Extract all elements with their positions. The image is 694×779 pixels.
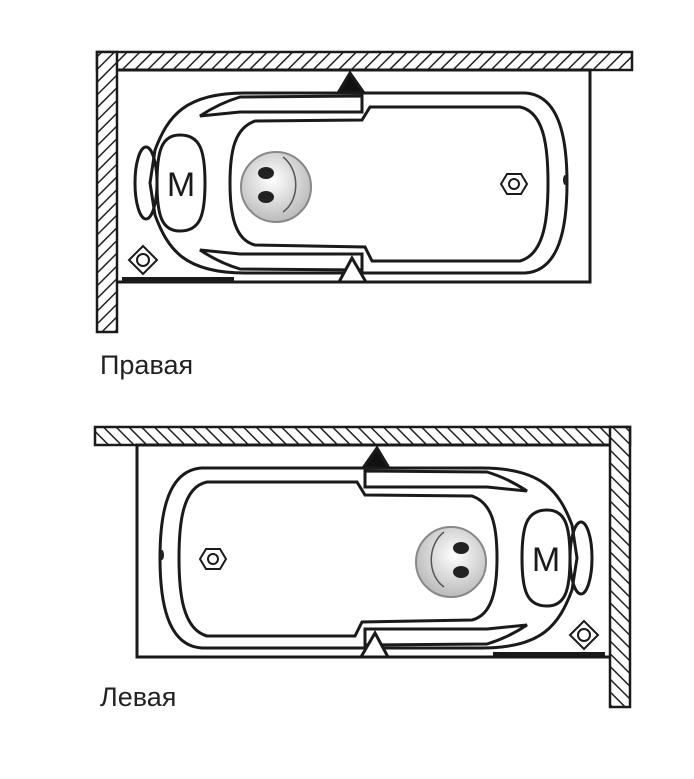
motor-mark-left: M — [532, 541, 560, 579]
left-variant-label: Левая — [100, 682, 177, 712]
right-variant-label: Правая — [100, 350, 194, 380]
motor-mark-right: M — [167, 166, 195, 204]
